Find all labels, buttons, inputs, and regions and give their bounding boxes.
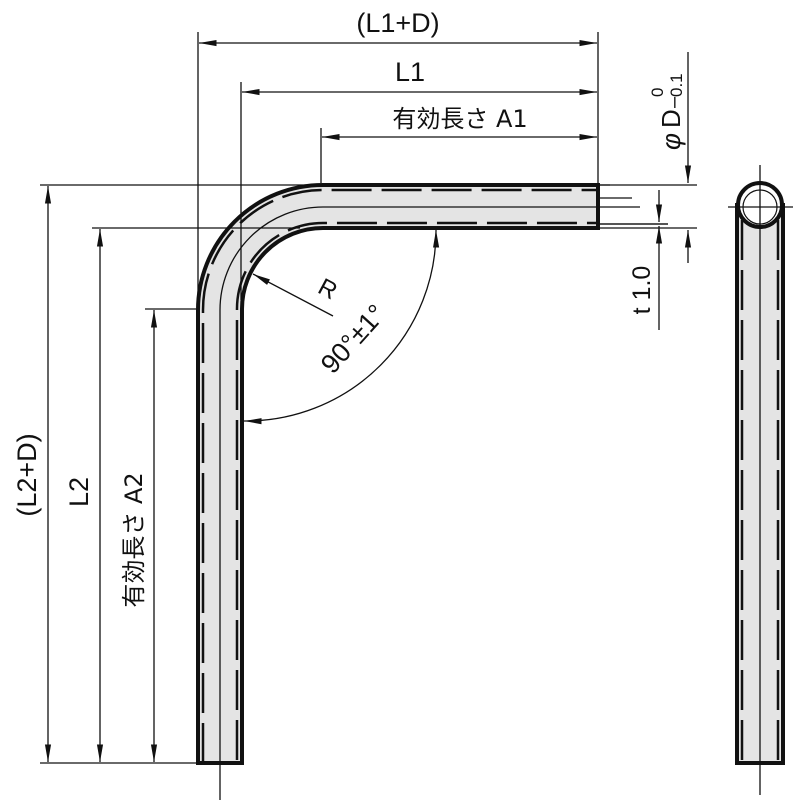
inner-wall-outer-dashed <box>201 188 596 763</box>
dimension-l1-plus-d: (L1+D) <box>199 8 597 47</box>
label-l1-plus-d: (L1+D) <box>356 8 439 38</box>
dimension-a2: 有効長さ A2 <box>120 310 158 762</box>
label-l2: L2 <box>64 477 94 507</box>
label-bend-angle: 90°±1° <box>315 299 392 380</box>
label-bend-radius: R <box>314 273 342 305</box>
diameter-tolerance-lower: 0.1 <box>667 73 686 97</box>
dimension-l1: L1 <box>242 57 597 96</box>
diameter-dimension: φ D – 0 0.1 <box>648 52 692 263</box>
tube-centerline <box>219 206 640 800</box>
diameter-symbol: φ <box>656 133 686 150</box>
label-diameter: D <box>656 109 686 128</box>
inner-wall-inner-dashed <box>235 221 596 760</box>
wall-thickness-dimension: t 1.0 <box>628 190 663 330</box>
bend-radius-dimension: R <box>252 273 342 317</box>
dimension-a1: 有効長さ A1 <box>322 105 597 141</box>
tube-side-view <box>728 165 793 795</box>
tube-body <box>196 183 600 765</box>
bent-tube-front-view <box>196 183 640 800</box>
diameter-tolerance-lower-dash: – <box>663 96 685 108</box>
extension-lines <box>40 32 697 764</box>
label-effective-length-a1: 有効長さ A1 <box>392 105 527 133</box>
diameter-tolerance-upper: 0 <box>648 88 667 97</box>
dimension-l2: L2 <box>64 229 104 762</box>
dimension-l2-plus-d: (L2+D) <box>12 186 52 762</box>
label-wall-thickness: t 1.0 <box>628 266 656 315</box>
label-l1: L1 <box>395 57 425 87</box>
label-effective-length-a2: 有効長さ A2 <box>120 472 148 607</box>
bend-angle-dimension: 90°±1° <box>243 229 440 425</box>
label-l2-plus-d: (L2+D) <box>12 433 42 516</box>
